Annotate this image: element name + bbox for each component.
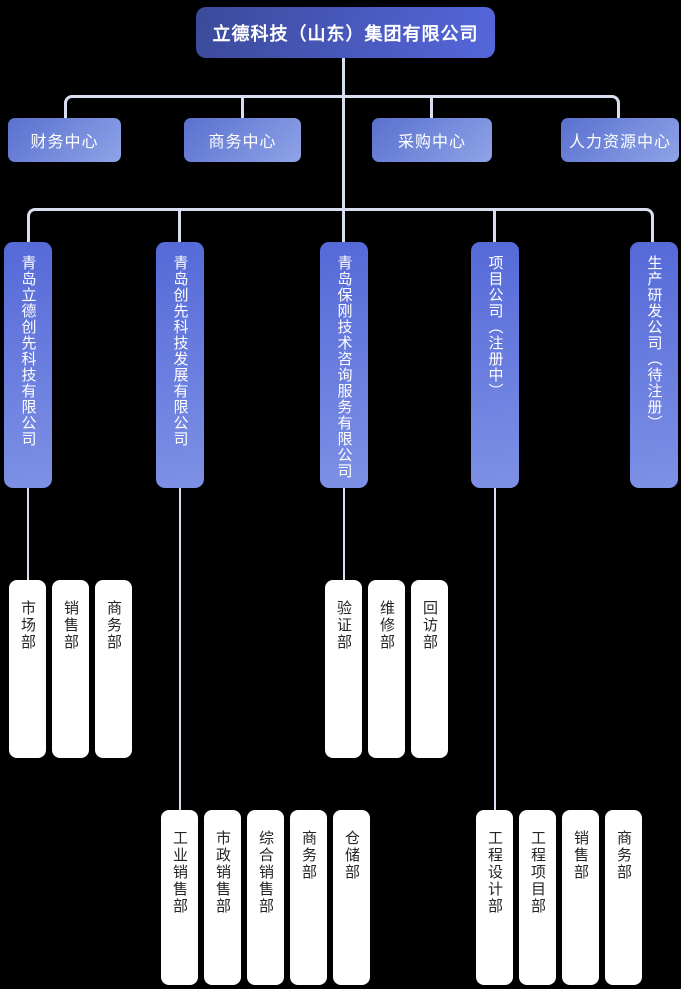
company-3-label: 青岛保刚技术咨询服务有限公司 xyxy=(335,255,353,479)
company-1-label: 青岛立德创先科技有限公司 xyxy=(19,255,37,447)
dept-node-1-1: 市场部 xyxy=(9,580,46,758)
dept-node-2-2: 市政销售部 xyxy=(204,810,241,985)
dept-node-1-3: 商务部 xyxy=(95,580,132,758)
dept-3-3-label: 回访部 xyxy=(421,600,438,651)
company-5-label: 生产研发公司（待注册） xyxy=(645,255,663,431)
dept-4-4-label: 商务部 xyxy=(615,830,632,881)
center-node-hr: 人力资源中心 xyxy=(561,118,679,162)
center-node-finance: 财务中心 xyxy=(8,118,121,162)
center-hr-label: 人力资源中心 xyxy=(568,134,671,151)
dept-node-1-2: 销售部 xyxy=(52,580,89,758)
connector-level3-drop-company2 xyxy=(178,211,181,242)
dept-node-3-1: 验证部 xyxy=(325,580,362,758)
connector-level3-elbow-right xyxy=(344,208,654,242)
dept-2-5-label: 仓储部 xyxy=(343,830,360,881)
dept-4-3-label: 销售部 xyxy=(572,830,589,881)
dept-2-4-label: 商务部 xyxy=(300,830,317,881)
root-company-node: 立德科技（山东）集团有限公司 xyxy=(196,7,495,58)
dept-4-2-label: 工程项目部 xyxy=(529,830,546,915)
connector-level2-drop-business xyxy=(241,97,244,118)
company-node-4: 项目公司（注册中） xyxy=(471,242,519,488)
connector-level3-drop-company4 xyxy=(493,211,496,242)
company-node-2: 青岛创先科技发展有限公司 xyxy=(156,242,204,488)
dept-node-4-2: 工程项目部 xyxy=(519,810,556,985)
dept-node-3-2: 维修部 xyxy=(368,580,405,758)
dept-node-2-1: 工业销售部 xyxy=(161,810,198,985)
company-4-label: 项目公司（注册中） xyxy=(486,255,504,399)
dept-node-3-3: 回访部 xyxy=(411,580,448,758)
center-node-procurement: 采购中心 xyxy=(372,118,492,162)
dept-1-2-label: 销售部 xyxy=(62,600,79,651)
dept-1-1-label: 市场部 xyxy=(19,600,36,651)
company-node-5: 生产研发公司（待注册） xyxy=(630,242,678,488)
company-2-label: 青岛创先科技发展有限公司 xyxy=(171,255,189,447)
dept-3-1-label: 验证部 xyxy=(335,600,352,651)
root-company-label: 立德科技（山东）集团有限公司 xyxy=(212,23,479,44)
center-procurement-label: 采购中心 xyxy=(397,134,466,151)
dept-node-2-5: 仓储部 xyxy=(333,810,370,985)
dept-2-2-label: 市政销售部 xyxy=(214,830,231,915)
connector-level2-elbow-left xyxy=(64,95,344,118)
company-node-3: 青岛保刚技术咨询服务有限公司 xyxy=(320,242,368,488)
connector-company4-depts xyxy=(494,488,496,810)
connector-company3-depts xyxy=(343,488,345,580)
dept-node-4-1: 工程设计部 xyxy=(476,810,513,985)
dept-2-3-label: 综合销售部 xyxy=(257,830,274,915)
dept-node-2-3: 综合销售部 xyxy=(247,810,284,985)
company-node-1: 青岛立德创先科技有限公司 xyxy=(4,242,52,488)
connector-company2-depts xyxy=(179,488,181,810)
center-node-business: 商务中心 xyxy=(184,118,301,162)
dept-3-2-label: 维修部 xyxy=(378,600,395,651)
connector-level3-elbow-left xyxy=(27,208,344,242)
dept-node-4-3: 销售部 xyxy=(562,810,599,985)
connector-root-vertical xyxy=(342,58,345,244)
center-finance-label: 财务中心 xyxy=(30,134,99,151)
dept-1-3-label: 商务部 xyxy=(105,600,122,651)
dept-4-1-label: 工程设计部 xyxy=(486,830,503,915)
connector-company1-depts xyxy=(27,488,29,580)
center-business-label: 商务中心 xyxy=(208,134,277,151)
connector-level2-elbow-right xyxy=(344,95,620,118)
dept-node-4-4: 商务部 xyxy=(605,810,642,985)
connector-level2-drop-procurement xyxy=(430,97,433,118)
dept-2-1-label: 工业销售部 xyxy=(171,830,188,915)
dept-node-2-4: 商务部 xyxy=(290,810,327,985)
